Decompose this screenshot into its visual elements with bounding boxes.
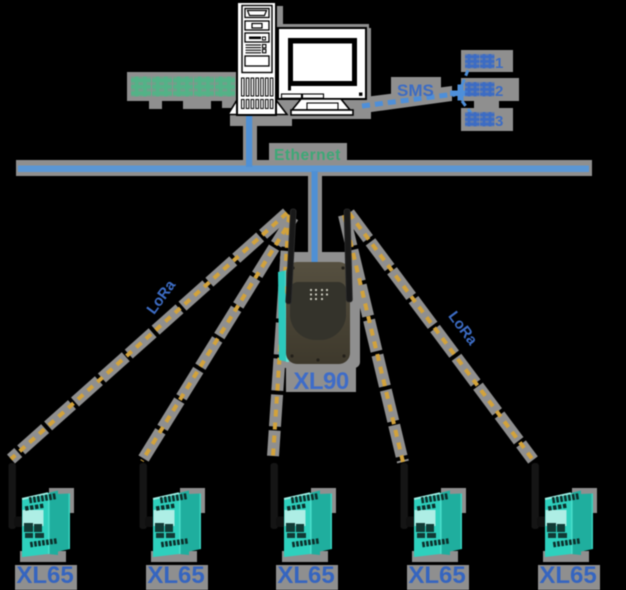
- svg-text:XL65: XL65: [277, 562, 334, 589]
- svg-text:XL65: XL65: [147, 562, 204, 589]
- svg-text:Ethernet: Ethernet: [274, 147, 341, 164]
- svg-text:XL65: XL65: [16, 562, 73, 589]
- svg-text:2: 2: [495, 83, 503, 100]
- svg-text:XL65: XL65: [408, 562, 465, 589]
- svg-text:1: 1: [495, 55, 503, 72]
- svg-text:3: 3: [495, 113, 503, 130]
- svg-text:XL90: XL90: [293, 368, 349, 395]
- svg-text:XL65: XL65: [539, 562, 596, 589]
- svg-text:SMS: SMS: [397, 81, 434, 100]
